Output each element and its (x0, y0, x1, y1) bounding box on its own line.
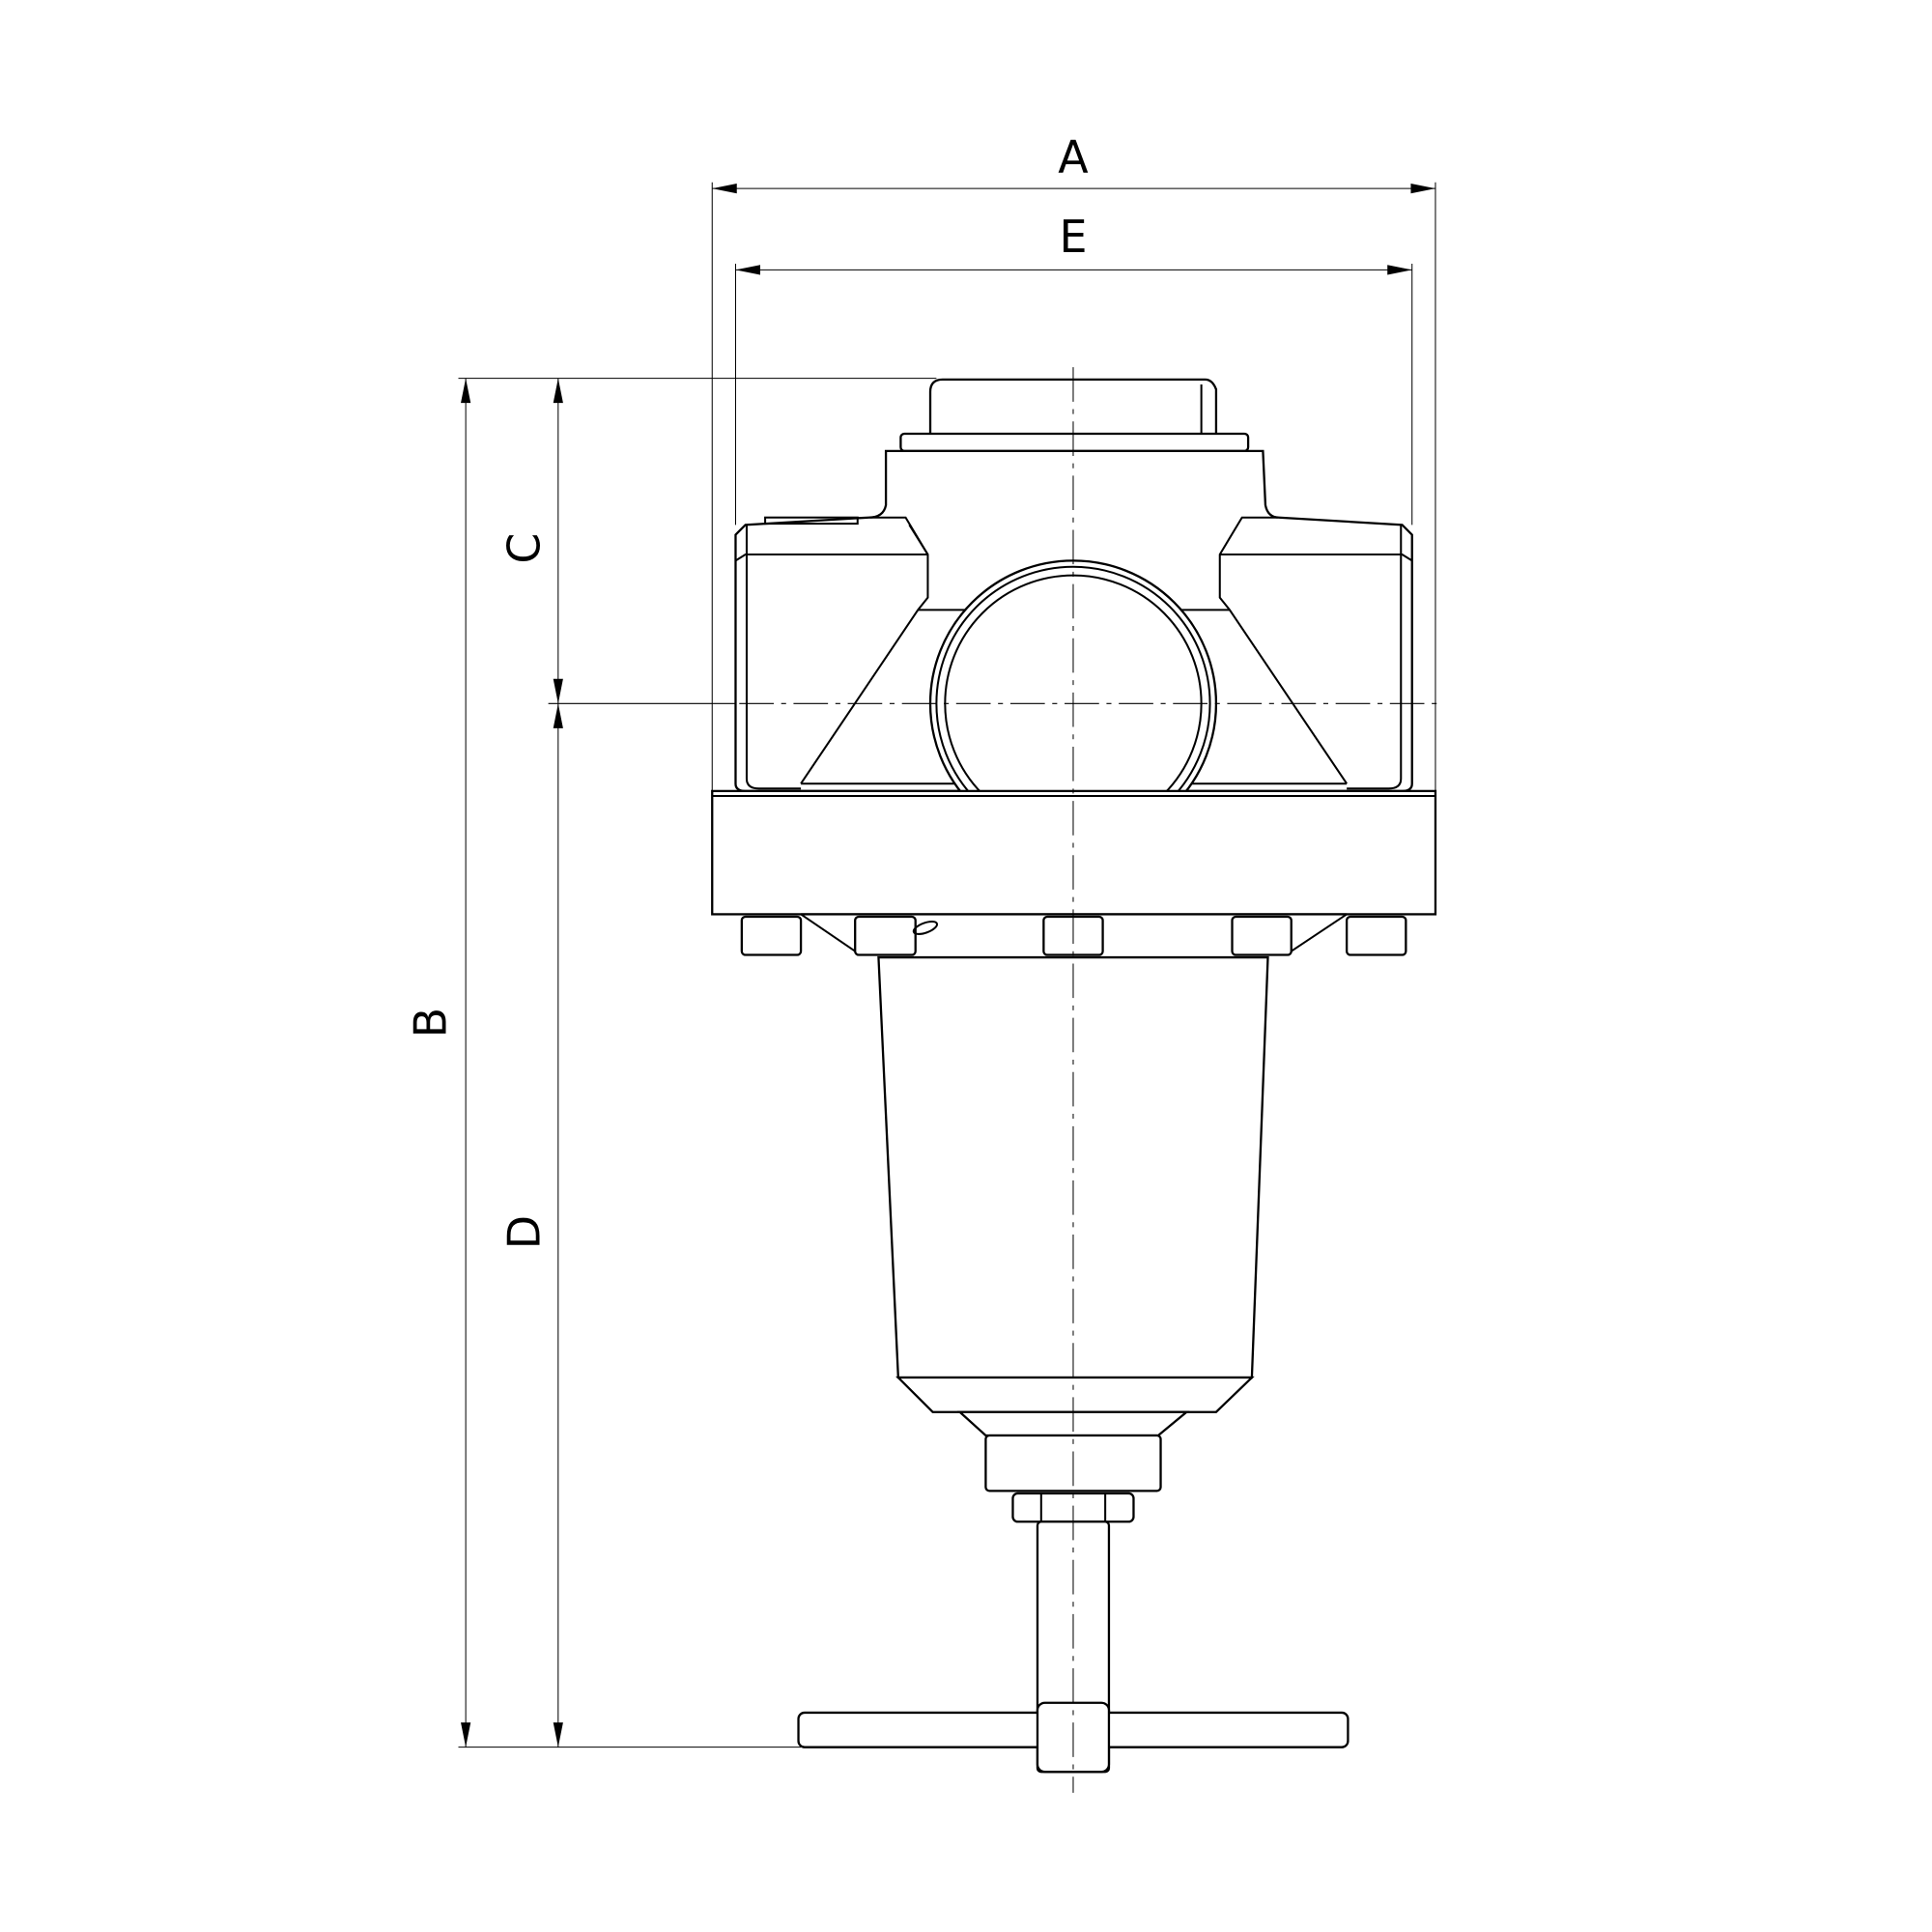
regulator-body (711, 378, 1437, 1774)
dimension-c-label: C (497, 533, 550, 564)
dimension-a: A (712, 130, 1435, 194)
dimension-a-label: A (1058, 130, 1089, 183)
dimension-b-label: B (404, 1008, 456, 1038)
extension-lines (458, 182, 1436, 1748)
dimension-d-label: D (497, 1215, 550, 1249)
cap-ring (899, 432, 1250, 452)
dimension-c: C (497, 378, 563, 704)
dimension-e: E (735, 211, 1412, 275)
cap (928, 378, 1218, 437)
center-lines (739, 367, 1439, 1793)
dimension-e-label: E (1059, 211, 1087, 263)
dimension-b: B (404, 378, 471, 1747)
flange (711, 789, 1437, 916)
bolts (740, 913, 1407, 956)
dimension-d: D (497, 703, 563, 1747)
